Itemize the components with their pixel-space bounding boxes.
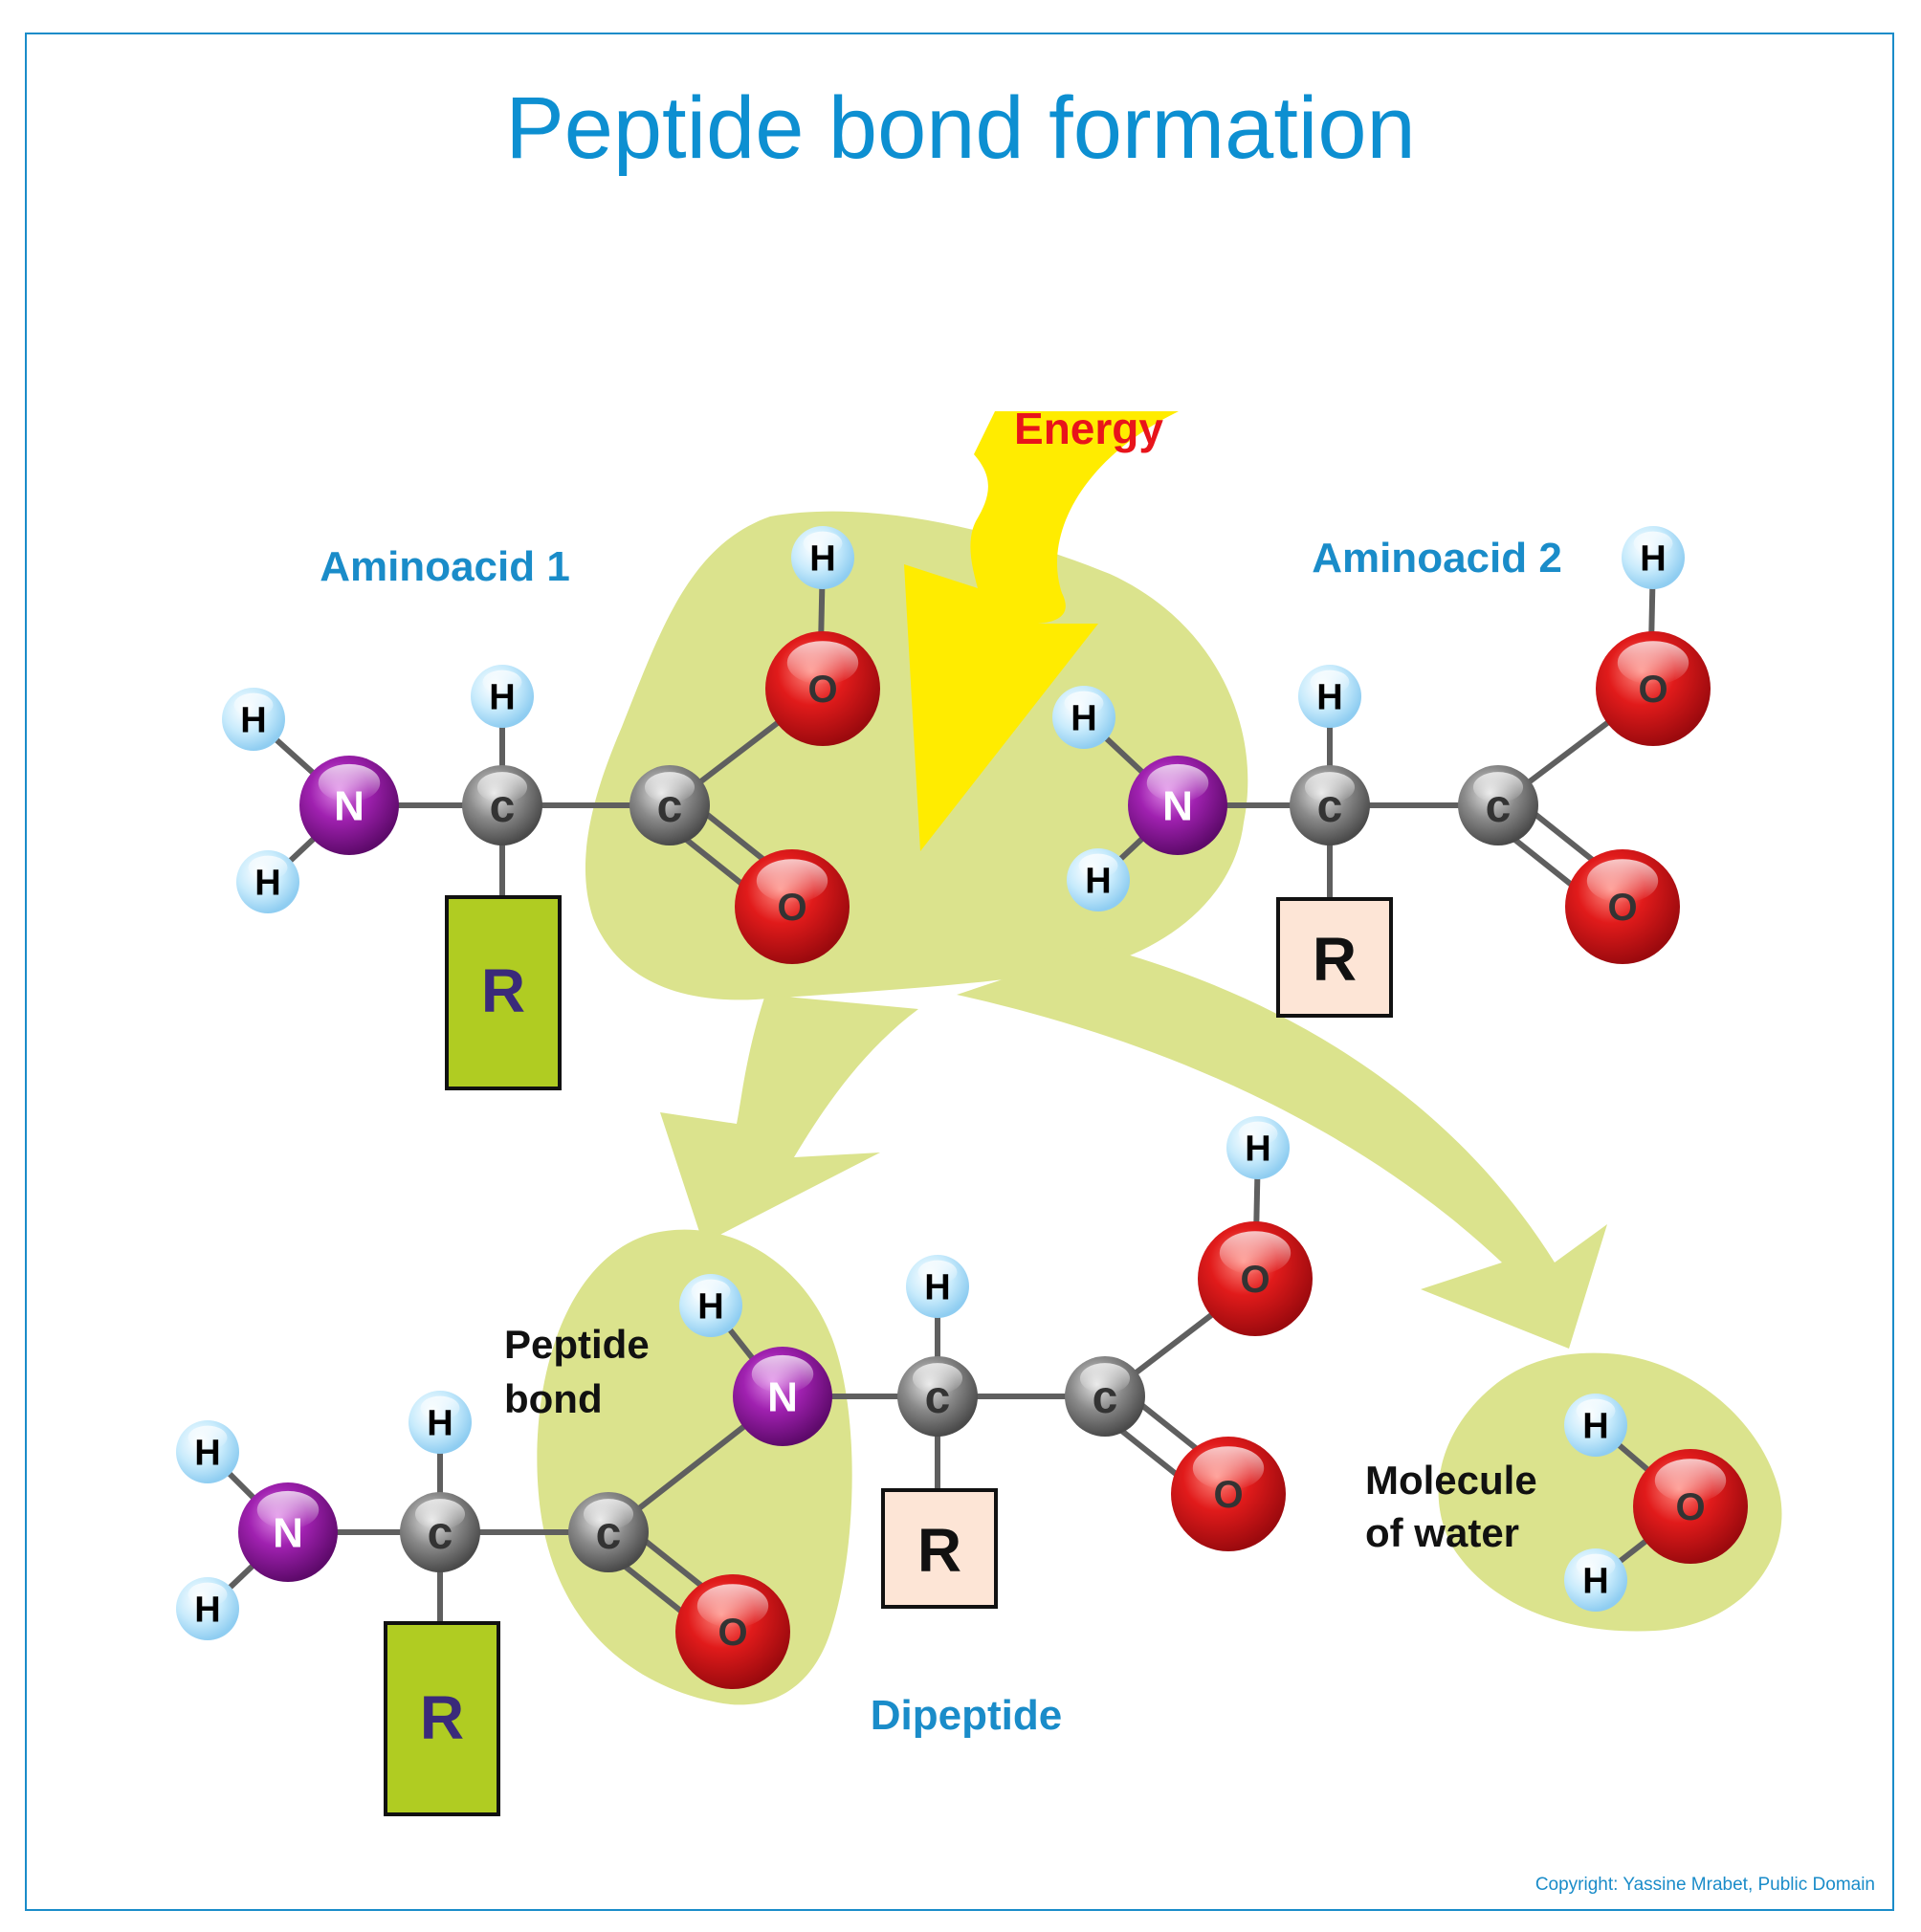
oxygen-atom: O bbox=[675, 1574, 790, 1689]
peptide-bond-label-line1: Peptide bbox=[504, 1322, 650, 1367]
hydrogen-atom: H bbox=[1052, 686, 1115, 749]
hydrogen-atom: H bbox=[1067, 848, 1130, 911]
hydrogen-symbol: H bbox=[1640, 538, 1666, 579]
hydrogen-atom: H bbox=[176, 1420, 239, 1483]
carbon-atom: c bbox=[629, 765, 710, 845]
svg-text:R: R bbox=[1313, 925, 1357, 994]
hydrogen-atom: H bbox=[1564, 1394, 1627, 1457]
aminoacid2-label: Aminoacid 2 bbox=[1312, 535, 1562, 582]
hydrogen-atom: H bbox=[1564, 1548, 1627, 1612]
nitrogen-atom: N bbox=[238, 1482, 338, 1582]
oxygen-atom: O bbox=[1171, 1437, 1286, 1551]
hydrogen-atom: H bbox=[236, 850, 299, 913]
hydrogen-symbol: H bbox=[254, 863, 280, 903]
hydrogen-atom: H bbox=[222, 688, 285, 751]
carbon-symbol: c bbox=[490, 781, 516, 832]
oxygen-symbol: O bbox=[1240, 1259, 1270, 1301]
carbon-atom: c bbox=[400, 1492, 480, 1572]
oxygen-symbol: O bbox=[1675, 1486, 1705, 1528]
hydrogen-symbol: H bbox=[194, 1433, 220, 1473]
reaction-region bbox=[537, 511, 1782, 1705]
carbon-atom: c bbox=[462, 765, 542, 845]
oxygen-atom: O bbox=[1198, 1221, 1313, 1336]
hydrogen-symbol: H bbox=[427, 1403, 453, 1443]
carbon-atom: c bbox=[897, 1356, 978, 1437]
hydrogen-symbol: H bbox=[240, 700, 266, 740]
hydrogen-symbol: H bbox=[1071, 698, 1096, 738]
hydrogen-atom: H bbox=[1622, 526, 1685, 589]
hydrogen-atom: H bbox=[906, 1255, 969, 1318]
residue-dipeptide-1: R bbox=[384, 1621, 500, 1816]
svg-text:R: R bbox=[420, 1683, 464, 1752]
carbon-atom: c bbox=[568, 1492, 649, 1572]
carbon-symbol: c bbox=[1317, 781, 1343, 832]
carbon-symbol: c bbox=[596, 1508, 622, 1559]
oxygen-symbol: O bbox=[1213, 1474, 1243, 1516]
energy-bolt bbox=[904, 411, 1179, 851]
hydrogen-symbol: H bbox=[809, 538, 835, 579]
nitrogen-atom: N bbox=[299, 756, 399, 855]
residue-dipeptide-2: R bbox=[881, 1488, 998, 1609]
hydrogen-symbol: H bbox=[1245, 1129, 1270, 1169]
copyright-notice: Copyright: Yassine Mrabet, Public Domain bbox=[1535, 1875, 1875, 1895]
oxygen-symbol: O bbox=[1607, 887, 1637, 929]
hydrogen-atom: H bbox=[1226, 1116, 1290, 1179]
svg-text:R: R bbox=[917, 1516, 961, 1585]
hydrogen-symbol: H bbox=[924, 1267, 950, 1307]
nitrogen-atom: N bbox=[1128, 756, 1227, 855]
oxygen-symbol: O bbox=[807, 669, 837, 711]
oxygen-atom: O bbox=[735, 849, 850, 964]
carbon-symbol: c bbox=[1486, 781, 1512, 832]
hydrogen-symbol: H bbox=[1085, 861, 1111, 901]
energy-label: Energy bbox=[1014, 404, 1163, 453]
nitrogen-symbol: N bbox=[767, 1373, 798, 1420]
carbon-atom: c bbox=[1290, 765, 1370, 845]
oxygen-symbol: O bbox=[1638, 669, 1667, 711]
nitrogen-symbol: N bbox=[273, 1509, 303, 1556]
diagram-frame bbox=[25, 33, 1894, 1911]
carbon-symbol: c bbox=[1093, 1372, 1118, 1423]
nitrogen-symbol: N bbox=[334, 782, 364, 829]
water-label-line2: of water bbox=[1365, 1510, 1519, 1555]
oxygen-atom: O bbox=[1596, 631, 1711, 746]
svg-text:R: R bbox=[481, 956, 525, 1025]
diagram-title: Peptide bond formation bbox=[505, 79, 1416, 177]
hydrogen-symbol: H bbox=[1582, 1406, 1608, 1446]
hydrogen-symbol: H bbox=[1582, 1561, 1608, 1601]
carbon-symbol: c bbox=[657, 781, 683, 832]
carbon-symbol: c bbox=[428, 1508, 453, 1559]
peptide-bond-label-line2: bond bbox=[504, 1376, 603, 1421]
nitrogen-symbol: N bbox=[1162, 782, 1193, 829]
hydrogen-atom: H bbox=[176, 1577, 239, 1640]
hydrogen-symbol: H bbox=[697, 1286, 723, 1327]
dipeptide-label: Dipeptide bbox=[871, 1692, 1062, 1739]
oxygen-symbol: O bbox=[718, 1612, 747, 1654]
hydrogen-symbol: H bbox=[489, 677, 515, 717]
oxygen-atom: O bbox=[1565, 849, 1680, 964]
carbon-symbol: c bbox=[925, 1372, 951, 1423]
arrow-to-water bbox=[957, 947, 1607, 1349]
aminoacid1-label: Aminoacid 1 bbox=[320, 543, 570, 590]
oxygen-atom: O bbox=[765, 631, 880, 746]
nitrogen-atom: N bbox=[733, 1347, 832, 1446]
oxygen-atom: O bbox=[1633, 1449, 1748, 1564]
hydrogen-atom: H bbox=[679, 1274, 742, 1337]
residue-aminoacid1: R bbox=[445, 895, 562, 1090]
water-label-line1: Molecule bbox=[1365, 1458, 1537, 1503]
hydrogen-symbol: H bbox=[194, 1590, 220, 1630]
carbon-atom: c bbox=[1458, 765, 1538, 845]
hydrogen-atom: H bbox=[1298, 665, 1361, 728]
hydrogen-atom: H bbox=[471, 665, 534, 728]
hydrogen-atom: H bbox=[408, 1391, 472, 1454]
hydrogen-symbol: H bbox=[1316, 677, 1342, 717]
arrow-to-dipeptide bbox=[660, 995, 918, 1243]
hydrogen-atom: H bbox=[791, 526, 854, 589]
carbon-atom: c bbox=[1065, 1356, 1145, 1437]
residue-aminoacid2: R bbox=[1276, 897, 1393, 1018]
oxygen-symbol: O bbox=[777, 887, 806, 929]
